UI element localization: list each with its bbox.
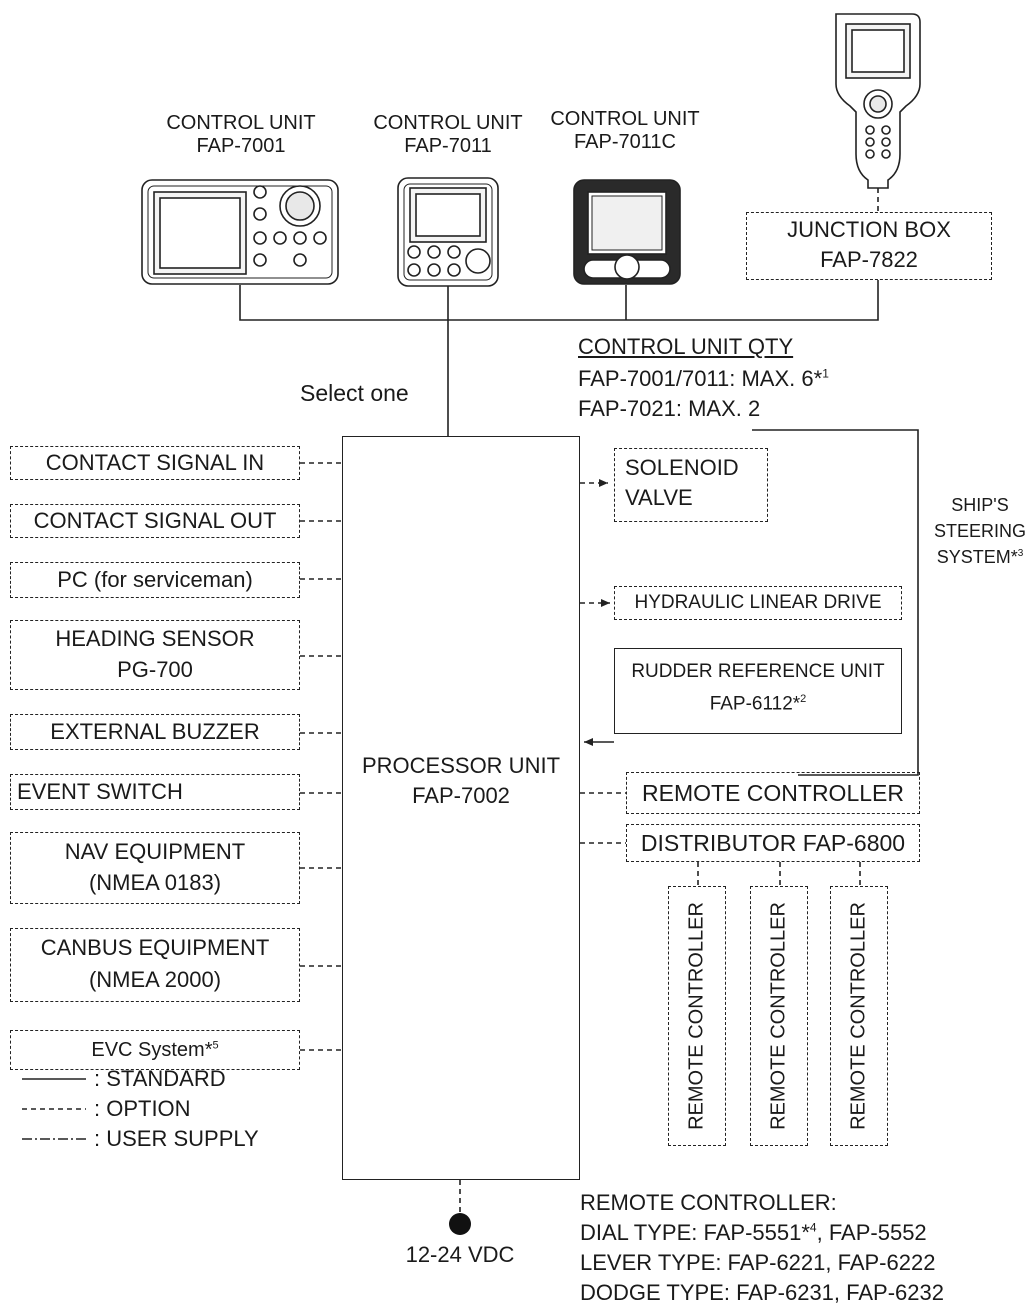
junction-box: JUNCTION BOX FAP-7822 xyxy=(746,212,992,280)
power-label: 12-24 VDC xyxy=(405,1242,515,1267)
evc-footnote: 5 xyxy=(212,1039,219,1052)
distributor-label: DISTRIBUTOR FAP-6800 xyxy=(640,830,906,856)
control-unit-7011-icon xyxy=(397,177,499,287)
hydraulic-drive-box: HYDRAULIC LINEAR DRIVE xyxy=(614,586,902,620)
remote-controller-label: REMOTE CONTROLLER xyxy=(642,780,904,806)
evc-system-text: EVC System* xyxy=(91,1039,213,1061)
qty-footnote-1: 1 xyxy=(822,366,829,381)
control-unit-7001-icon xyxy=(141,179,339,285)
remote-controller-vertical-1: REMOTE CONTROLLER xyxy=(668,886,726,1146)
remote-notes-lever: LEVER TYPE: FAP-6221, FAP-6222 xyxy=(580,1250,936,1275)
select-one-label: Select one xyxy=(300,380,409,406)
remote-controller-vertical-label: REMOTE CONTROLLER xyxy=(767,902,790,1130)
qty-heading: CONTROL UNIT QTY xyxy=(578,334,794,359)
contact-signal-out-label: CONTACT SIGNAL OUT xyxy=(33,508,277,533)
nav-equipment-box: NAV EQUIPMENT (NMEA 0183) xyxy=(10,832,300,904)
external-buzzer-box: EXTERNAL BUZZER xyxy=(10,714,300,750)
heading-sensor-box: HEADING SENSOR PG-700 xyxy=(10,620,300,690)
processor-unit: PROCESSOR UNIT FAP-7002 xyxy=(342,436,580,1180)
solenoid-valve-box: SOLENOID VALVE xyxy=(614,448,768,522)
rudder-reference-model: FAP-6112*2 xyxy=(615,693,901,716)
nav-equipment-protocol: (NMEA 0183) xyxy=(88,870,222,895)
rudder-footnote: 2 xyxy=(800,693,807,705)
steering-footnote: 3 xyxy=(1017,548,1024,560)
remote-controller-vertical-2: REMOTE CONTROLLER xyxy=(750,886,808,1146)
evc-system-label: EVC System*5 xyxy=(11,1038,299,1062)
heading-sensor-name: HEADING SENSOR xyxy=(55,626,255,651)
steering-system-label: SHIP'S STEERING SYSTEM*3 xyxy=(928,492,1032,570)
event-switch-label: EVENT SWITCH xyxy=(17,779,183,804)
external-buzzer-label: EXTERNAL BUZZER xyxy=(50,719,260,744)
steering-line-3: SYSTEM*3 xyxy=(928,544,1032,570)
remote-notes-dial: DIAL TYPE: FAP-5551*4, FAP-5552 xyxy=(580,1220,927,1245)
control-unit-model: FAP-7001 xyxy=(196,135,286,157)
qty-line-1-text: FAP-7001/7011: MAX. 6* xyxy=(578,366,823,391)
legend-standard: : STANDARD xyxy=(94,1066,226,1091)
remote-controller-box: REMOTE CONTROLLER xyxy=(626,772,920,814)
junction-box-name: JUNCTION BOX xyxy=(787,217,951,242)
qty-line-1: FAP-7001/7011: MAX. 6*1 xyxy=(578,366,829,391)
steering-line-1: SHIP'S xyxy=(951,495,1009,515)
steering-bracket-line xyxy=(752,429,919,776)
control-unit-model: FAP-7011 xyxy=(404,135,492,157)
canbus-equipment-protocol: (NMEA 2000) xyxy=(88,967,222,992)
power-terminal-icon xyxy=(449,1213,471,1235)
remote-notes-dodge: DODGE TYPE: FAP-6231, FAP-6232 xyxy=(580,1280,944,1305)
handheld-remote-icon xyxy=(835,13,921,189)
evc-system-box: EVC System*5 xyxy=(10,1030,300,1070)
remote-controller-vertical-3: REMOTE CONTROLLER xyxy=(830,886,888,1146)
remote-controller-vertical-label: REMOTE CONTROLLER xyxy=(685,902,708,1130)
junction-box-model: FAP-7822 xyxy=(820,247,918,272)
distributor-box: DISTRIBUTOR FAP-6800 xyxy=(626,824,920,862)
steering-line-2: STEERING xyxy=(933,521,1026,542)
nav-equipment-name: NAV EQUIPMENT xyxy=(64,839,246,864)
canbus-equipment-box: CANBUS EQUIPMENT (NMEA 2000) xyxy=(10,928,300,1002)
control-bus-line xyxy=(239,280,879,321)
control-unit-title: CONTROL UNIT xyxy=(166,112,316,134)
solenoid-valve-type: VALVE xyxy=(625,485,693,510)
canbus-equipment-name: CANBUS EQUIPMENT xyxy=(40,935,270,960)
remote-notes-dial-rest: , FAP-5552 xyxy=(816,1220,927,1245)
control-unit-model: FAP-7011C xyxy=(574,131,676,153)
rudder-reference-model-text: FAP-6112* xyxy=(709,693,801,715)
hydraulic-drive-label: HYDRAULIC LINEAR DRIVE xyxy=(634,592,882,613)
control-unit-title: CONTROL UNIT xyxy=(373,112,523,134)
qty-line-2: FAP-7021: MAX. 2 xyxy=(578,396,761,421)
contact-signal-in-label: CONTACT SIGNAL IN xyxy=(45,450,265,475)
processor-model: FAP-7002 xyxy=(412,783,510,808)
pc-box: PC (for serviceman) xyxy=(10,562,300,598)
contact-signal-out-box: CONTACT SIGNAL OUT xyxy=(10,504,300,538)
pc-label: PC (for serviceman) xyxy=(57,567,253,592)
control-unit-7011c-label: CONTROL UNIT FAP-7011C xyxy=(542,108,708,154)
contact-signal-in-box: CONTACT SIGNAL IN xyxy=(10,446,300,480)
solenoid-valve-name: SOLENOID xyxy=(625,455,739,480)
event-switch-box: EVENT SWITCH xyxy=(10,774,300,810)
remote-notes-dial-footnote: 4 xyxy=(809,1220,817,1235)
control-unit-7001-label: CONTROL UNIT FAP-7001 xyxy=(156,112,326,158)
remote-notes-heading: REMOTE CONTROLLER: xyxy=(580,1190,837,1215)
steering-line-3-text: SYSTEM* xyxy=(936,547,1018,568)
remote-notes-dial-text: DIAL TYPE: FAP-5551* xyxy=(580,1220,810,1245)
control-unit-7011c-icon xyxy=(573,179,681,285)
heading-sensor-model: PG-700 xyxy=(117,657,193,682)
legend-option: : OPTION xyxy=(94,1096,191,1121)
legend-user-supply: : USER SUPPLY xyxy=(94,1126,259,1151)
rudder-reference-box: RUDDER REFERENCE UNIT FAP-6112*2 xyxy=(614,648,902,734)
rudder-reference-name: RUDDER REFERENCE UNIT xyxy=(631,661,885,682)
control-unit-7011-label: CONTROL UNIT FAP-7011 xyxy=(366,112,530,158)
processor-name: PROCESSOR UNIT xyxy=(361,753,561,778)
remote-controller-vertical-label: REMOTE CONTROLLER xyxy=(847,902,870,1130)
control-unit-title: CONTROL UNIT xyxy=(550,108,700,130)
